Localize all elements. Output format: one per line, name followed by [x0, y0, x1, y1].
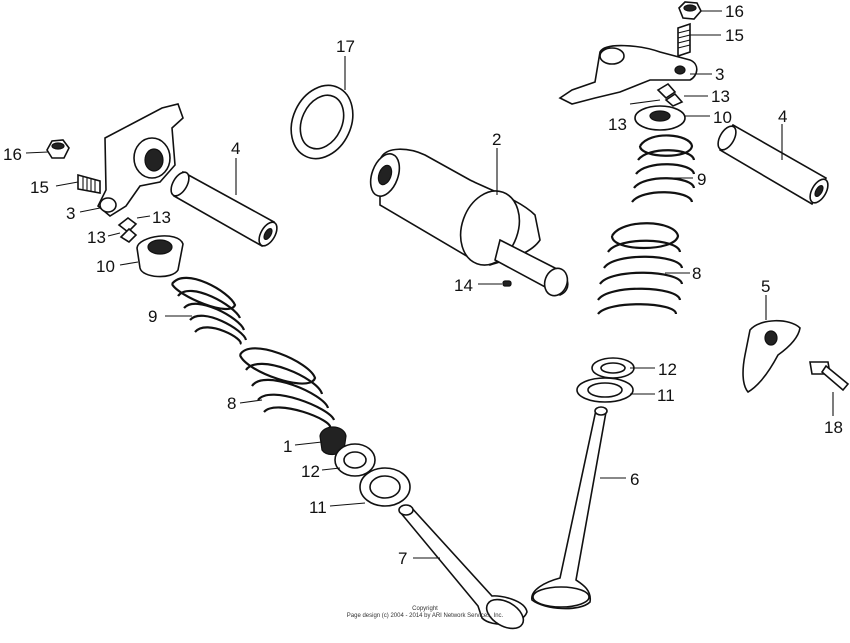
part-6-valve-right — [531, 406, 608, 610]
part-10-retainer-right — [634, 105, 686, 131]
callout-10-right: 10 — [713, 108, 732, 127]
callout-3-left: 3 — [66, 204, 76, 223]
callout-12-right: 12 — [658, 360, 677, 379]
part-15-adjuster-screw-left — [77, 173, 101, 194]
callout-17: 17 — [336, 37, 355, 56]
callout-14: 14 — [454, 276, 473, 295]
part-8-outer-spring-left — [238, 347, 336, 430]
part-16-nut-left — [46, 139, 70, 159]
callout-10-left: 10 — [96, 257, 115, 276]
part-4-rocker-shaft-right — [717, 123, 829, 206]
callout-2: 2 — [492, 130, 502, 149]
copyright-notice: Copyright Page design (c) 2004 - 2014 by… — [330, 606, 520, 620]
callout-3-right: 3 — [715, 65, 725, 84]
part-9-inner-spring-left — [171, 276, 248, 346]
callout-13-right-a: 13 — [711, 87, 730, 106]
part-9-inner-spring-right — [631, 134, 696, 203]
part-5-bracket — [742, 319, 801, 394]
part-17-oring — [290, 84, 354, 160]
part-4-rocker-shaft-left — [170, 170, 278, 248]
part-3-rocker-arm-right — [558, 44, 698, 105]
callout-13-left-a: 13 — [152, 208, 171, 227]
callout-12-left: 12 — [301, 462, 320, 481]
part-12-washer-left — [334, 443, 376, 477]
part-3-rocker-arm-left — [97, 103, 184, 217]
part-7-valve-left — [398, 504, 528, 630]
callout-13-left-b: 13 — [87, 228, 106, 247]
callout-7: 7 — [398, 549, 408, 568]
callout-15-left: 15 — [30, 178, 49, 197]
part-10-retainer-left — [136, 235, 184, 278]
callout-4-right: 4 — [778, 107, 788, 126]
callout-13-right-b: 13 — [608, 115, 627, 134]
callout-6: 6 — [630, 470, 640, 489]
callout-11-right: 11 — [657, 386, 675, 405]
part-13-cotters-left — [117, 216, 138, 244]
callout-8-left: 8 — [227, 394, 237, 413]
callout-1: 1 — [283, 437, 293, 456]
part-11-seat-right — [576, 377, 634, 403]
callout-8-right: 8 — [692, 264, 702, 283]
copyright-text: Page design (c) 2004 - 2014 by ARI Netwo… — [346, 613, 504, 619]
callout-15-right: 15 — [725, 26, 744, 45]
part-13-cotters-right — [656, 82, 684, 107]
leader-lines — [25, 10, 834, 559]
part-12-washer-right — [591, 357, 635, 379]
part-18-bolt — [809, 361, 850, 392]
callout-11-left: 11 — [309, 498, 327, 517]
callout-18: 18 — [824, 418, 843, 437]
callout-16-right: 16 — [725, 2, 744, 21]
callout-16-left: 16 — [3, 145, 22, 164]
part-14-pin — [502, 280, 512, 287]
part-16-nut-right — [678, 1, 702, 20]
callout-5: 5 — [761, 277, 771, 296]
part-15-adjuster-screw-right — [677, 22, 691, 58]
callout-9-right: 9 — [697, 170, 707, 189]
part-2-camshaft — [369, 148, 569, 297]
part-11-seat-left — [359, 467, 411, 507]
callout-4-left: 4 — [231, 139, 241, 158]
copyright-title: Copyright — [412, 606, 438, 612]
part-8-outer-spring-right — [597, 222, 684, 315]
callout-9-left: 9 — [148, 307, 158, 326]
